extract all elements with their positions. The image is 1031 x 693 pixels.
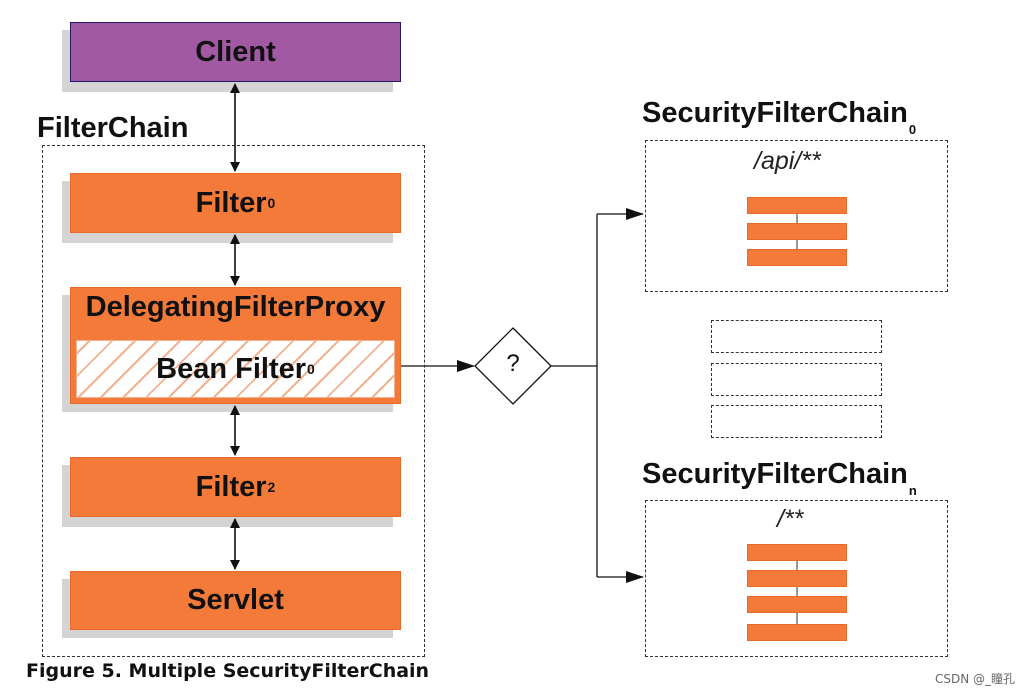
servlet-box: Servlet <box>70 571 401 630</box>
decision-diamond <box>474 327 552 405</box>
security-chain-n-filter-3 <box>747 596 847 613</box>
watermark: CSDN @_瞳孔 <box>935 672 1016 686</box>
filter-0-label: Filter <box>195 186 267 219</box>
more-chain-placeholder-3 <box>711 405 882 438</box>
more-chain-placeholder-1 <box>711 320 882 353</box>
security-chain-n-filter-2 <box>747 570 847 587</box>
decision-label: ? <box>506 350 520 377</box>
filter-0-sub: 0 <box>267 195 276 211</box>
security-chain-n-filter-4 <box>747 624 847 641</box>
security-chain-0-filter-2 <box>747 223 847 240</box>
bean-filter-label: Bean Filter <box>156 352 307 385</box>
delegating-filter-proxy-label: DelegatingFilterProxy <box>85 291 386 323</box>
security-chain-n-title-text: SecurityFilterChain <box>642 458 908 490</box>
security-chain-n-container <box>645 500 948 657</box>
client-label: Client <box>195 35 276 68</box>
client-box: Client <box>70 22 401 82</box>
more-chain-placeholder-2 <box>711 363 882 396</box>
servlet-label: Servlet <box>187 584 284 616</box>
figure-caption: Figure 5. Multiple SecurityFilterChain <box>26 660 430 682</box>
filter-2-label: Filter <box>195 470 267 503</box>
security-chain-0-filter-3 <box>747 249 847 266</box>
security-chain-0-filter-1 <box>747 197 847 214</box>
security-chain-0-pattern: /api/** <box>754 147 821 175</box>
filter-chain-title: FilterChain <box>37 112 189 144</box>
security-chain-0-title: SecurityFilterChain0 <box>642 97 916 137</box>
bean-filter-sub: 0 <box>307 361 315 377</box>
security-chain-n-pattern: /** <box>777 505 804 533</box>
filter-2-sub: 2 <box>267 479 276 495</box>
security-chain-0-container <box>645 140 948 292</box>
security-chain-n-sub: n <box>908 483 917 498</box>
security-chain-0-sub: 0 <box>908 122 917 137</box>
security-chain-n-filter-1 <box>747 544 847 561</box>
security-chain-n-title: SecurityFilterChainn <box>642 458 917 498</box>
security-chain-0-title-text: SecurityFilterChain <box>642 97 908 129</box>
